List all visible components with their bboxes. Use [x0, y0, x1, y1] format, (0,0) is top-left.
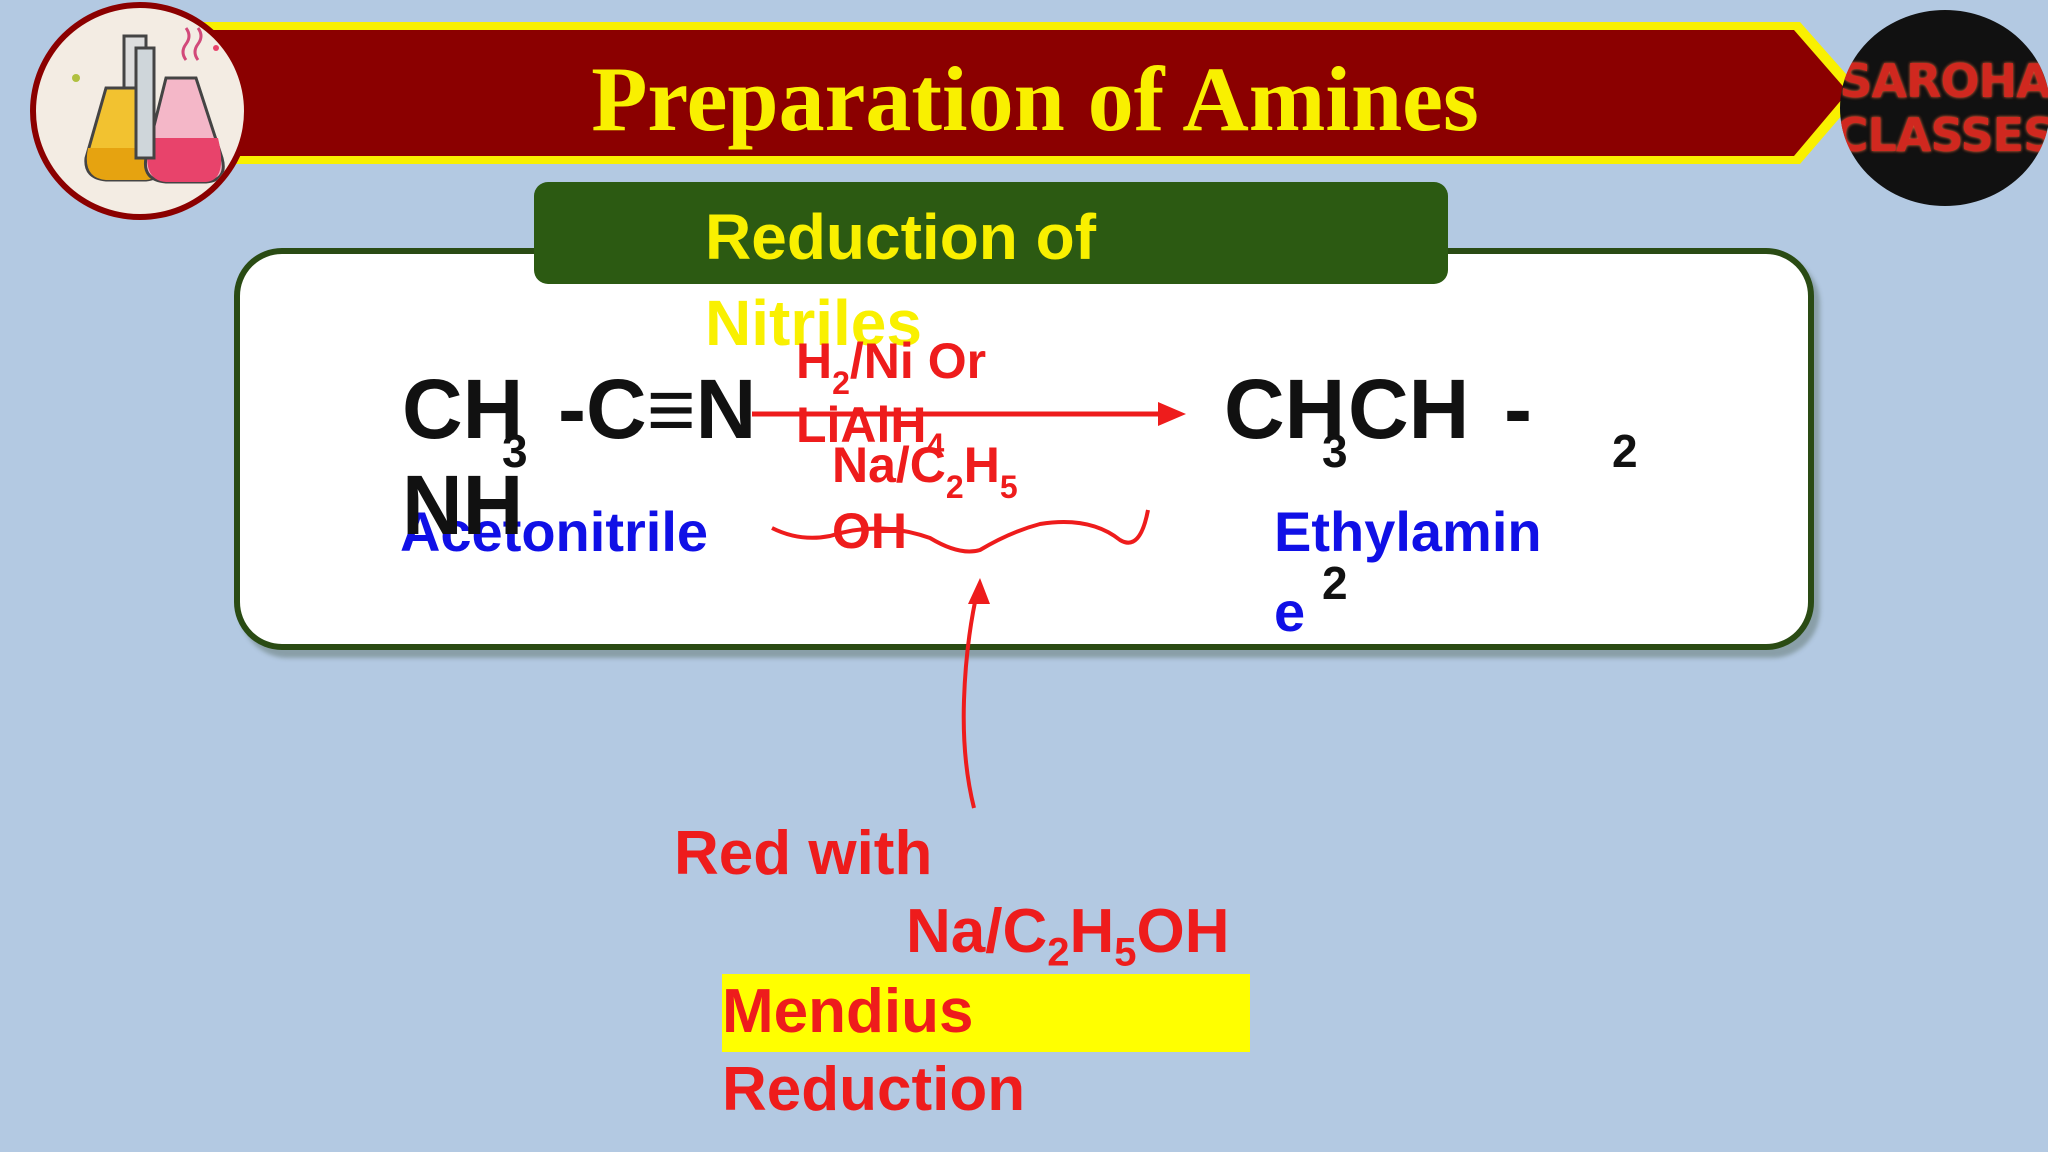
- reagent-na-c: Na/C: [832, 437, 946, 493]
- page-title: Preparation of Amines: [591, 48, 1479, 150]
- pointer-arrow-head: [968, 578, 990, 604]
- product-sub3: 2: [1322, 557, 1348, 609]
- product-sub2: 2: [1612, 425, 1638, 477]
- note-oh: OH: [1136, 897, 1230, 966]
- section-header-tab: [534, 182, 1448, 284]
- reagent-h-sub2: 5: [999, 469, 1018, 505]
- reagent-h-sub: 2: [832, 365, 850, 401]
- product-dash: -: [1504, 362, 1532, 456]
- chemistry-flasks-logo: [30, 2, 250, 220]
- note-red-with: Red with: [674, 819, 933, 888]
- product-nh: NH: [402, 458, 524, 552]
- brand-logo: SAROHA CLASSES: [1840, 10, 2048, 206]
- pointer-arrow-stem: [961, 587, 980, 809]
- note-reagent: Na/C2H5OH: [906, 896, 1230, 975]
- reagent-c-sub: 2: [945, 469, 964, 505]
- reagent-lialh-sub: 4: [926, 427, 945, 463]
- product-name: Ethylamine: [1274, 500, 1542, 643]
- reagent-underline-squiggle: [771, 509, 1150, 554]
- reactant-nitrile: -C≡N: [558, 362, 757, 456]
- reagent-h: H: [796, 333, 833, 389]
- section-title: Reduction of Nitriles: [705, 201, 1097, 359]
- product-ch3: CH: [1224, 362, 1346, 456]
- brand-line2: CLASSES: [1840, 108, 2048, 162]
- reagent-ni-or: /Ni Or: [849, 333, 987, 389]
- reagent-lialh: LiAlH: [796, 397, 927, 453]
- note-reduction: Reduction: [722, 1055, 1026, 1124]
- note-na-c: Na/C: [906, 897, 1048, 966]
- reactant-ch: CH: [402, 362, 524, 456]
- note-h-sub: 5: [1114, 930, 1137, 975]
- title-banner: [200, 22, 1862, 164]
- note-c-sub: 2: [1047, 930, 1070, 975]
- note-h: H: [1069, 897, 1115, 966]
- highlight-box: [722, 974, 1250, 1052]
- product-sub1: 3: [1322, 425, 1348, 477]
- reagent-h2: H: [963, 437, 1000, 493]
- flask-icon: [72, 27, 225, 184]
- product-ch2: CH: [1348, 362, 1470, 456]
- reactant-name: Acetonitrile: [399, 500, 709, 563]
- reagent-lialh4: LiAlH4: [796, 396, 944, 463]
- reactant-subscript: 3: [502, 425, 528, 477]
- reaction-arrow-head: [1158, 402, 1186, 426]
- note-mendius: Mendius: [722, 977, 974, 1046]
- reagent-ethanol: Na/C2H5: [832, 436, 1018, 505]
- reagent-h2ni: H2/Ni Or: [796, 332, 987, 401]
- brand-line1: SAROHA: [1840, 54, 2048, 108]
